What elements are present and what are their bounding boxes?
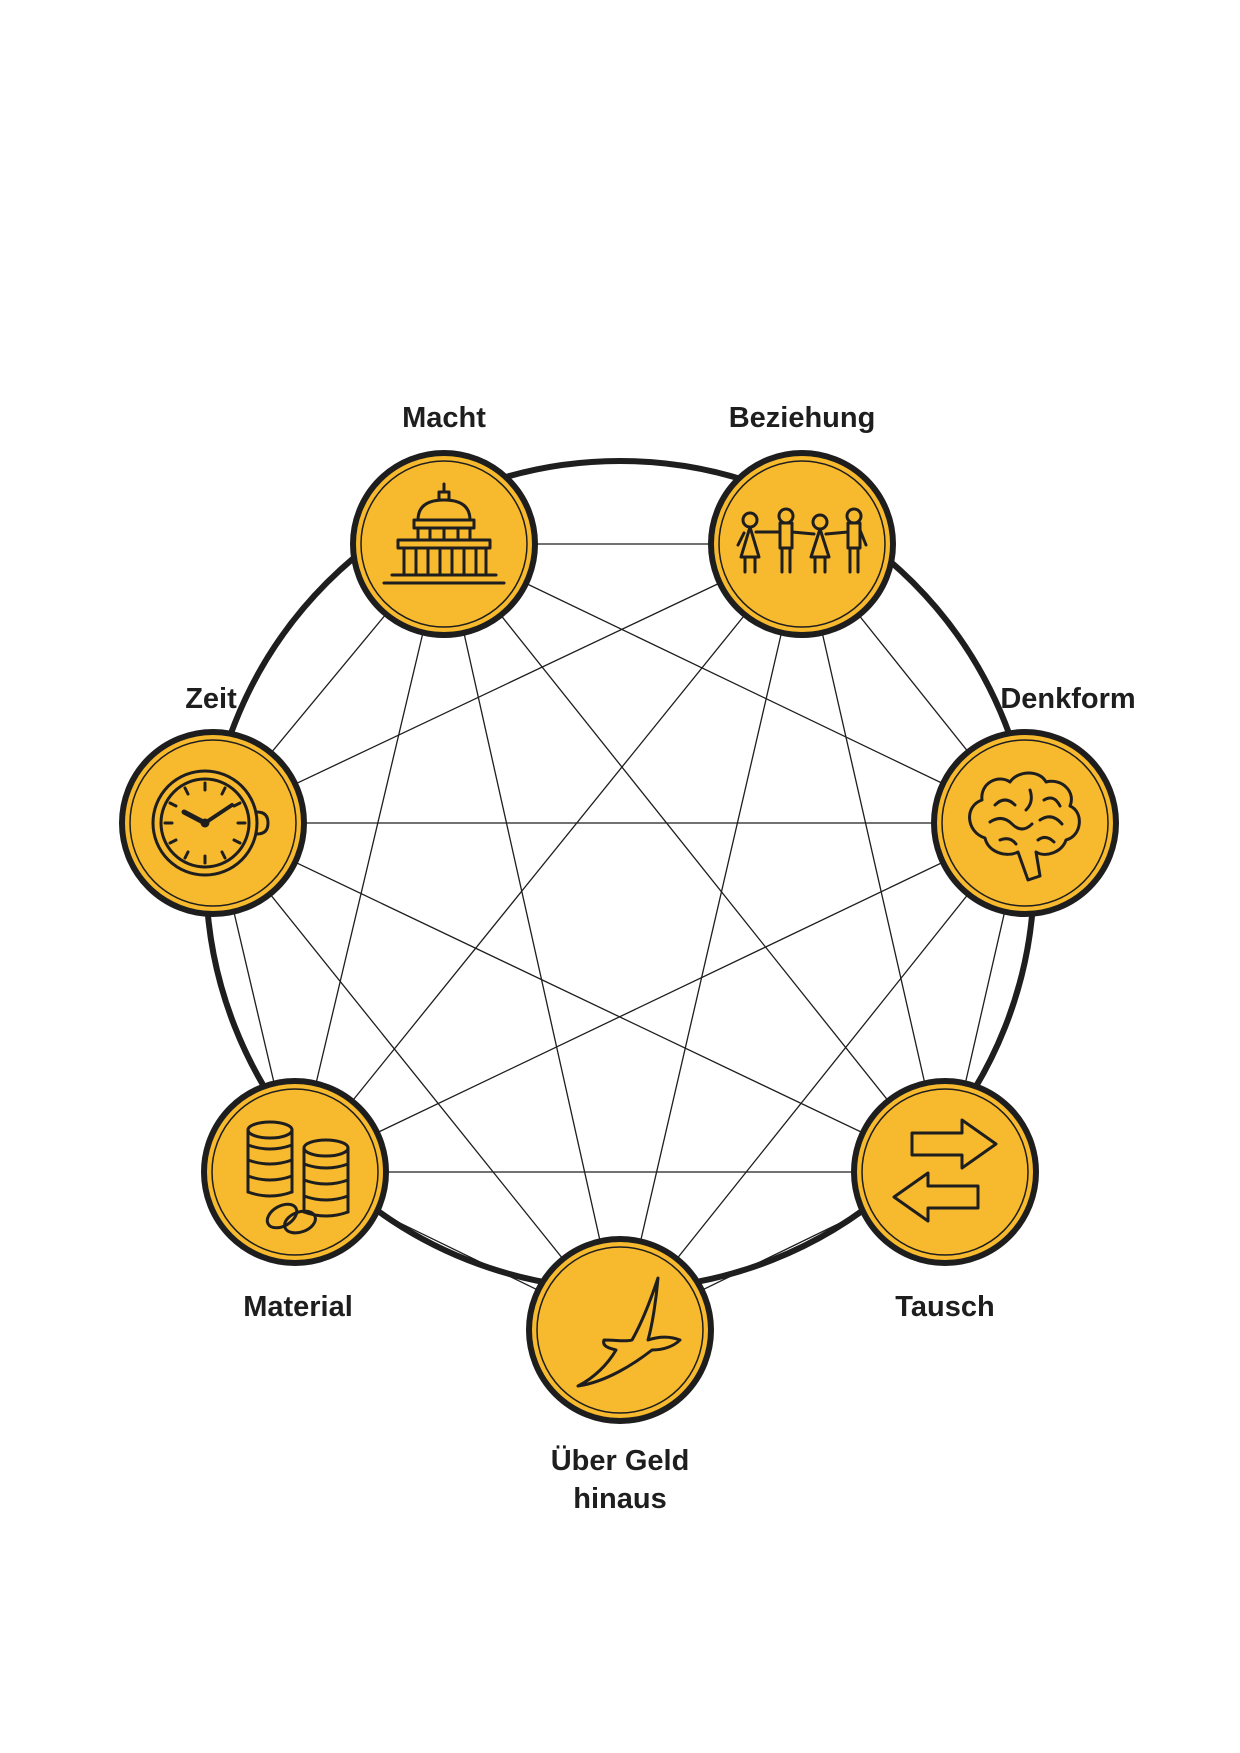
node-tausch[interactable]: Tausch: [851, 1078, 1039, 1323]
connection-line: [801, 543, 946, 1173]
connection-line: [443, 543, 1026, 824]
exchange-arrows-icon: [892, 1118, 998, 1223]
pocket-watch-icon: [151, 769, 270, 877]
node-label: Denkform: [1000, 683, 1135, 715]
node-label: Material: [243, 1291, 353, 1323]
connection-line: [443, 543, 946, 1173]
node-label: Zeit: [185, 683, 237, 715]
connection-line: [619, 543, 803, 1331]
node-denkform[interactable]: Denkform: [931, 683, 1136, 917]
node-beziehung[interactable]: Beziehung: [708, 402, 896, 638]
node-label: Tausch: [895, 1291, 994, 1323]
node-beziehung-disc: [708, 450, 896, 638]
node-label: Macht: [402, 402, 486, 434]
connection-line: [212, 543, 803, 824]
coin-stacks-icon: [246, 1120, 350, 1235]
connection-line: [294, 543, 445, 1173]
node-zeit-inner-ring: [129, 739, 297, 907]
node-ueber-geld-hinaus-disc: [526, 1236, 714, 1424]
connection-line: [443, 543, 621, 1331]
node-macht-inner-ring: [360, 460, 528, 628]
node-macht[interactable]: Macht: [350, 402, 538, 638]
node-label-line-2: hinaus: [573, 1483, 666, 1515]
connection-line: [294, 822, 1026, 1173]
capitol-building-icon: [382, 482, 506, 585]
brain-icon: [968, 771, 1081, 882]
node-beziehung-inner-ring: [718, 460, 886, 628]
node-tausch-disc: [851, 1078, 1039, 1266]
node-label: Über Geld: [551, 1444, 690, 1477]
node-macht-disc: [350, 450, 538, 638]
people-holding-hands-icon: [736, 507, 868, 574]
connection-line: [619, 822, 1026, 1331]
connection-line: [212, 822, 946, 1173]
bird-icon: [576, 1276, 682, 1388]
node-label: Beziehung: [729, 402, 876, 434]
node-material-disc: [201, 1078, 389, 1266]
node-zeit-disc: [119, 729, 307, 917]
node-ueber-geld-hinaus-inner-ring: [536, 1246, 704, 1414]
node-ueber-geld-hinaus[interactable]: Über Geld hinaus: [526, 1236, 714, 1515]
node-denkform-inner-ring: [941, 739, 1109, 907]
node-material[interactable]: Material: [201, 1078, 389, 1323]
connection-line: [294, 543, 803, 1173]
connection-line: [212, 822, 621, 1331]
node-zeit[interactable]: Zeit: [119, 683, 307, 917]
node-denkform-disc: [931, 729, 1119, 917]
node-tausch-inner-ring: [861, 1088, 1029, 1256]
node-material-inner-ring: [211, 1088, 379, 1256]
